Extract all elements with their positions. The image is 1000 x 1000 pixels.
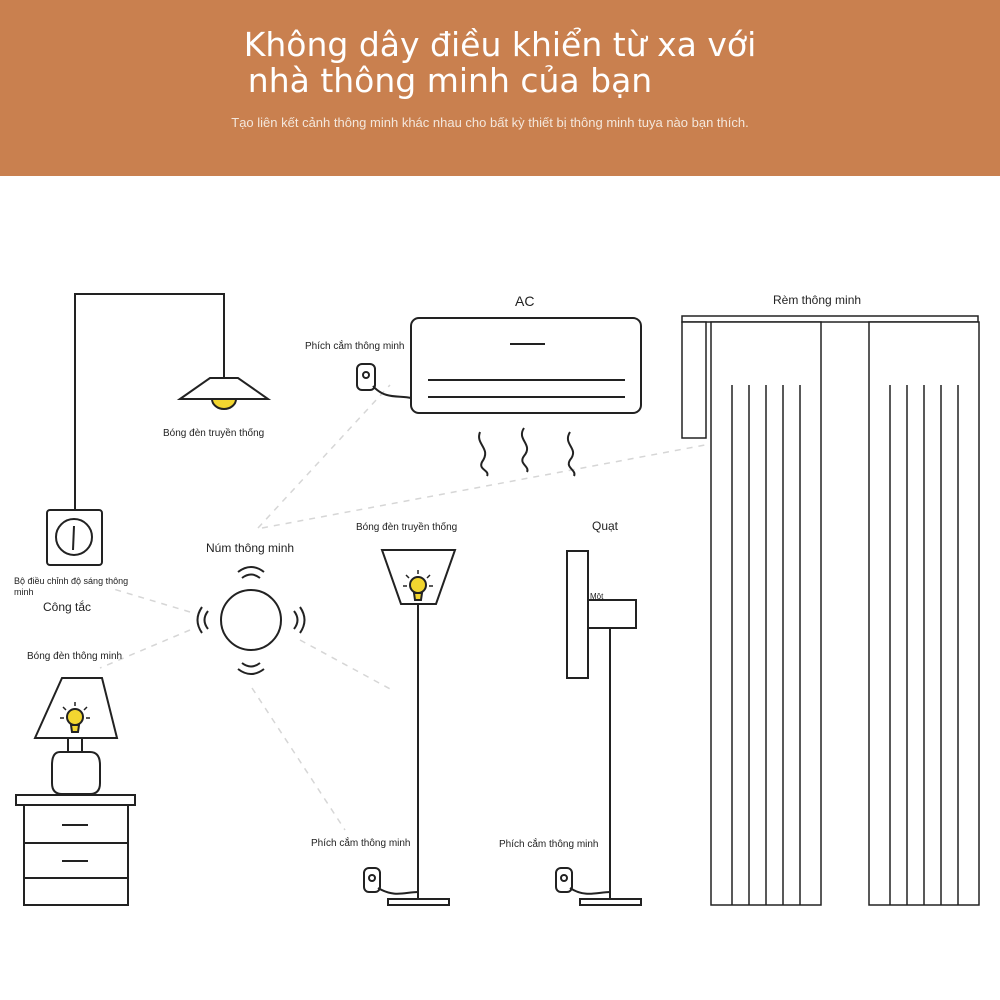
link-to-floor-lamp — [299, 639, 393, 691]
smart-bulb-label: Bóng đèn thông minh — [27, 651, 123, 662]
ac-plug-label: Phích cắm thông minh — [305, 341, 405, 352]
fan-label: Quạt — [592, 519, 619, 533]
table-lamp-icon — [15, 677, 136, 906]
ac-label: AC — [515, 293, 535, 309]
floor-lamp-icon — [363, 549, 457, 906]
curtain-label: Rèm thông minh — [773, 293, 862, 307]
curtain-icon — [681, 315, 980, 906]
link-to-dimmer — [109, 587, 191, 613]
link-to-smart-bulb — [99, 629, 191, 669]
page-title-line-2: nhà thông minh của bạn — [247, 61, 653, 100]
air-conditioner-icon — [410, 317, 642, 477]
page-title-line-1: Không dây điều khiển từ xa với — [243, 25, 757, 64]
link-to-ac-plug — [257, 384, 391, 529]
standing-fan-icon — [555, 550, 642, 906]
knob-label: Núm thông minh — [206, 541, 295, 555]
smart-knob-icon — [196, 566, 306, 675]
switch-label: Công tắc — [43, 600, 92, 614]
pendant-lamp-icon — [74, 293, 272, 510]
smart-plug-icon — [356, 363, 412, 399]
connection-lines — [99, 384, 706, 831]
floor-lamp-plug-label: Phích cắm thông minh — [311, 838, 411, 849]
dimmer-label-line-1: Bộ điều chỉnh độ sáng thông — [14, 576, 129, 586]
fan-plug-label: Phích cắm thông minh — [499, 839, 599, 850]
floor-lamp-label: Bóng đèn truyền thống — [356, 522, 458, 533]
dimmer-label-line-2: minh — [14, 587, 34, 597]
link-to-floor-plug — [251, 687, 346, 831]
fan-small-label: Một — [590, 592, 604, 601]
link-to-curtain — [261, 444, 706, 529]
header-banner: Không dây điều khiển từ xa với nhà thông… — [0, 0, 1000, 176]
page-subtitle: Tạo liên kết cảnh thông minh khác nhau c… — [231, 115, 749, 130]
wall-switch-icon — [46, 509, 103, 566]
pendant-lamp-label: Bóng đèn truyền thống — [163, 428, 265, 439]
